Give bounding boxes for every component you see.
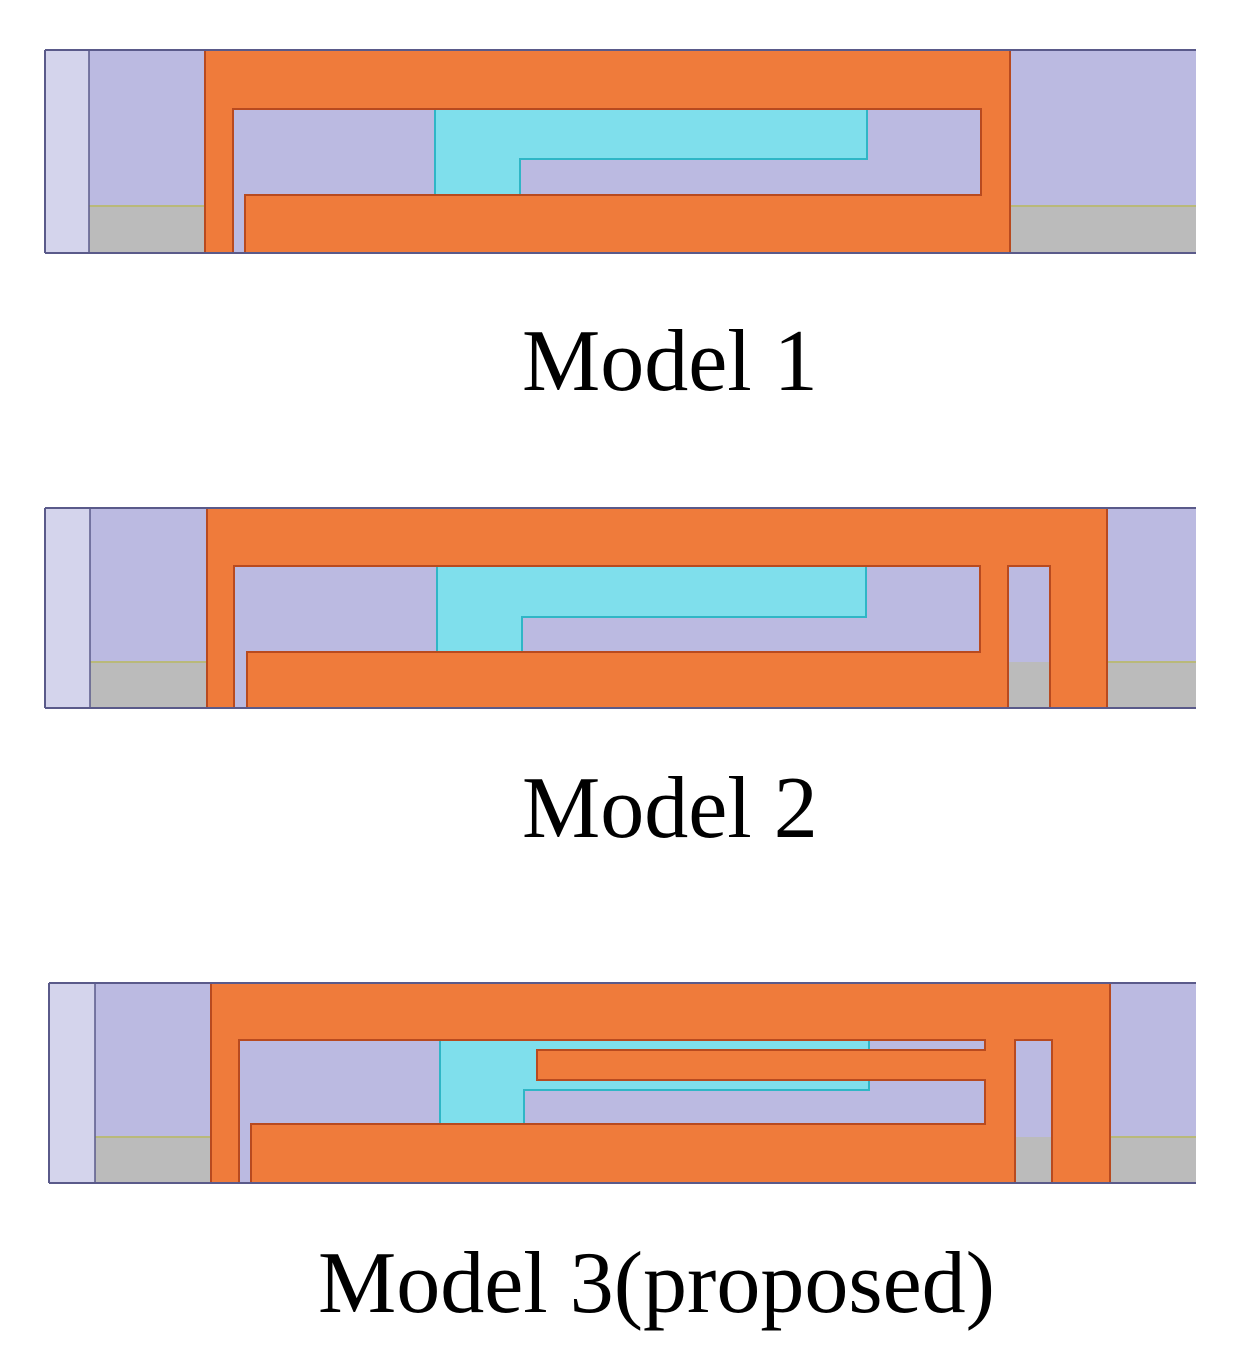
model-1-layout-diagram — [44, 49, 1196, 254]
ground-strip-left — [95, 1137, 211, 1183]
substrate-left-light — [45, 508, 90, 708]
substrate-left-light — [49, 983, 95, 1183]
ground-strip-right — [1107, 662, 1196, 708]
ground-strip-left — [90, 662, 207, 708]
ground-strip-right — [1110, 1137, 1196, 1183]
model-2-caption: Model 2 — [522, 760, 818, 857]
model-2-layout-diagram — [44, 507, 1196, 709]
ground-strip-middle — [1015, 1137, 1052, 1183]
model-2-panel: Model 2 — [0, 470, 1244, 870]
model-1-panel: Model 1 — [0, 0, 1244, 420]
model-3-panel: Model 3(proposed) — [0, 950, 1244, 1358]
model-3-caption: Model 3(proposed) — [318, 1235, 995, 1332]
ground-strip-left — [89, 206, 206, 253]
substrate-left-light — [45, 50, 89, 253]
model-3-layout-diagram — [48, 982, 1196, 1184]
ground-strip-right — [1010, 206, 1196, 253]
ground-strip-middle — [1008, 662, 1050, 708]
model-1-caption: Model 1 — [522, 313, 818, 410]
